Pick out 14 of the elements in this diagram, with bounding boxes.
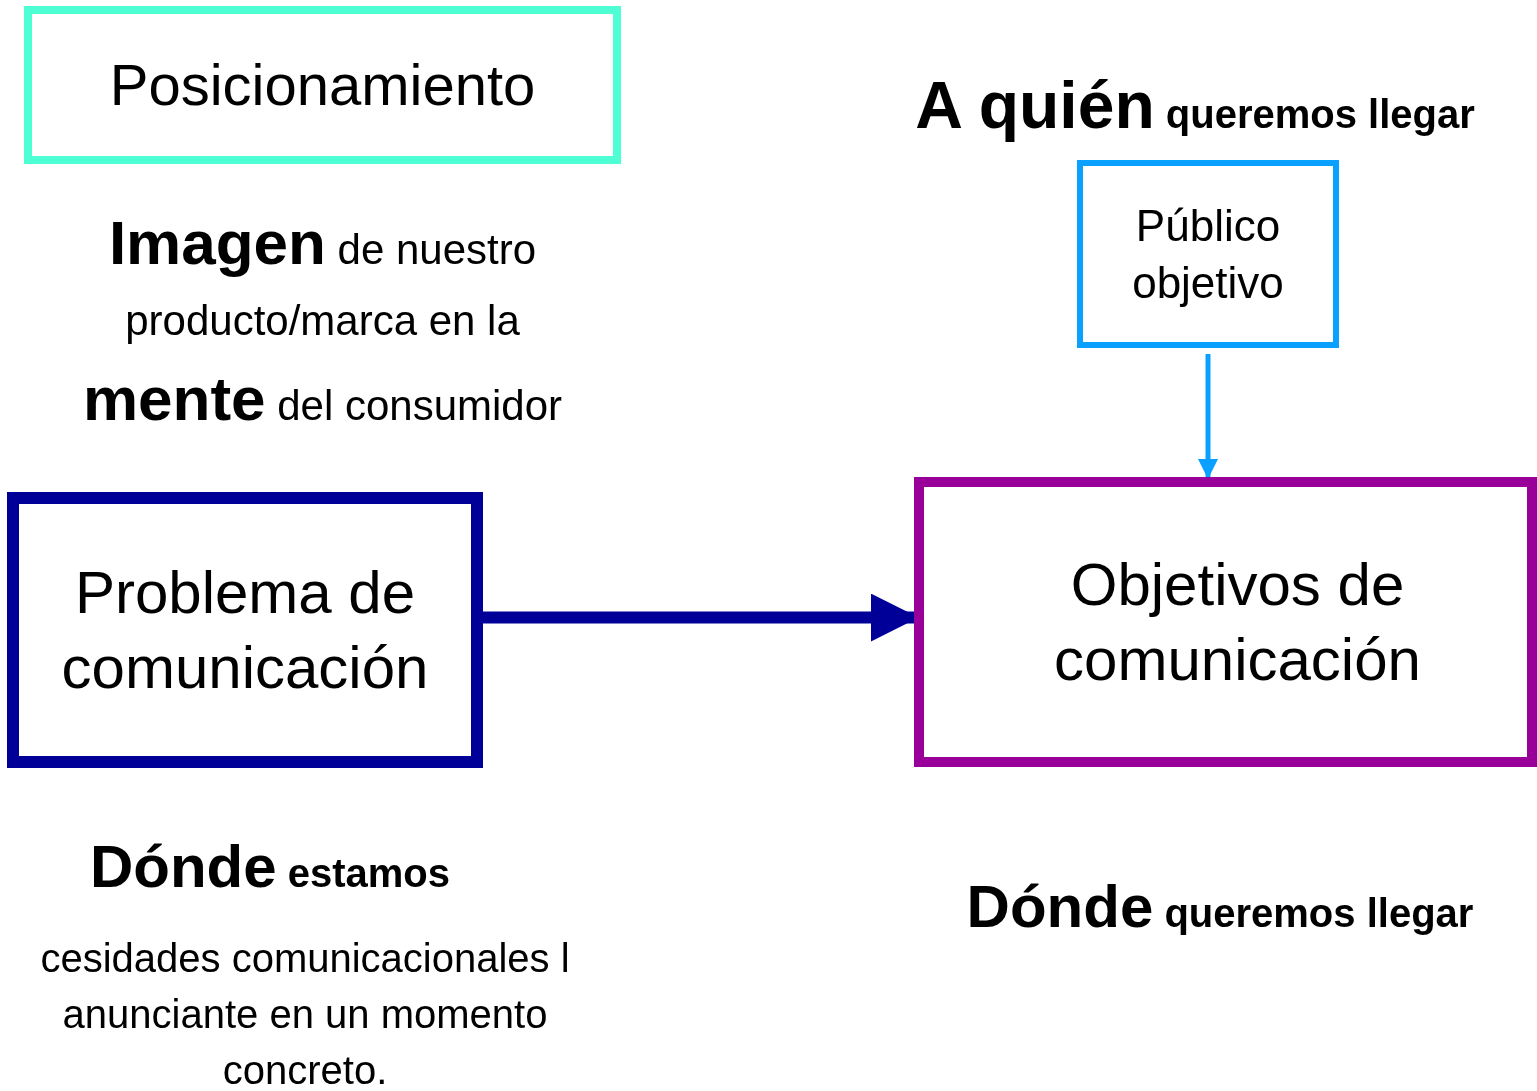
- caption-text: cesidades comunicacionales l anunciante en un momento concreto.: [39, 935, 571, 1091]
- arrow: [1198, 354, 1218, 479]
- box-label: Posicionamiento: [109, 50, 536, 119]
- text-box: [1077, 160, 1339, 348]
- caption-text: Dónde estamos: [88, 832, 452, 902]
- box-label: Público objetivo: [1131, 199, 1285, 309]
- caption-text: Imagen de nuestro producto/marca en la mente del consumidor: [81, 207, 564, 435]
- caption-text: A quién queremos llegar: [914, 67, 1476, 144]
- box-label: Objetivos de comunicación: [1053, 550, 1422, 695]
- box-label: Problema de comunicación: [60, 558, 430, 703]
- text-box: [7, 492, 483, 768]
- caption-text: Dónde queremos llegar: [965, 872, 1475, 942]
- text-box: [24, 6, 621, 164]
- text-box: [914, 477, 1537, 767]
